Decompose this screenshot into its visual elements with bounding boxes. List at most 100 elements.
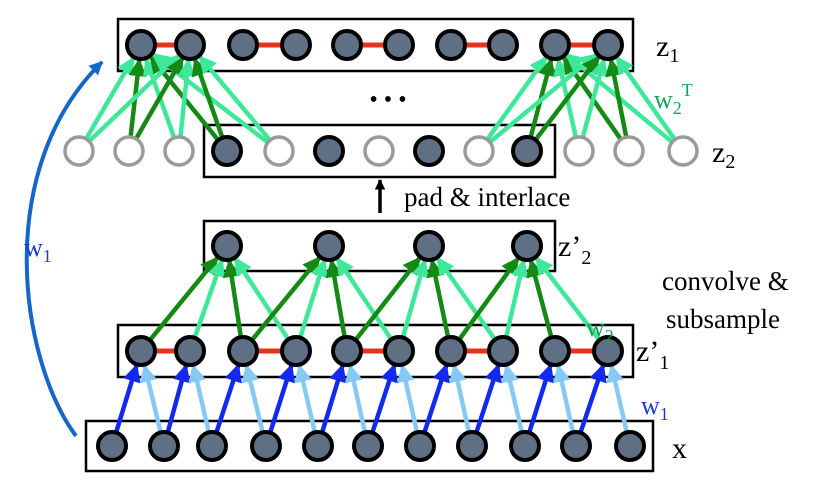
zp2-label: z’2: [558, 230, 591, 269]
w1-arrow: [188, 363, 212, 434]
zp1-node: [383, 335, 415, 367]
connection-arrows: [83, 52, 678, 435]
w2-arrow: [503, 258, 529, 339]
z1-node: [592, 29, 624, 61]
x-node: [196, 430, 228, 462]
w1-arrow: [501, 363, 525, 434]
w1-arrow: [294, 363, 318, 434]
z1-node: [331, 29, 363, 61]
zp1-label: z’1: [636, 335, 669, 374]
z2-padding-node: [613, 135, 645, 167]
w1-arrow: [578, 363, 607, 435]
z2-node: [511, 135, 543, 167]
pair-links: [153, 42, 596, 354]
pad-interlace-label: pad & interlace: [404, 182, 570, 212]
w2T-arrow: [133, 56, 185, 141]
zp2-node: [211, 230, 243, 262]
z1-node: [227, 29, 259, 61]
w2-arrow: [147, 256, 220, 343]
z1-node: [383, 29, 415, 61]
w2T-arrow: [580, 57, 609, 140]
x-layer-box: [84, 419, 655, 473]
ellipsis-label: • • •: [369, 87, 406, 113]
w2-arrow: [534, 256, 602, 343]
x-node: [250, 430, 282, 462]
zp1-node: [280, 335, 312, 367]
w2T-arrow: [533, 55, 601, 143]
w2-arrow: [233, 257, 291, 342]
z2-padding-node: [363, 135, 395, 167]
w2T-arrow: [487, 52, 598, 145]
z2-padding-node: [463, 135, 495, 167]
x-node: [509, 430, 541, 462]
zp1-node: [592, 335, 624, 367]
w2T-arrow: [197, 55, 273, 143]
w1-left-label: w1: [24, 233, 52, 266]
z1-node: [487, 29, 519, 61]
z2-node: [413, 135, 445, 167]
w1-arrow: [552, 363, 576, 434]
w1-arrow: [344, 363, 368, 434]
w1-arrow: [319, 363, 347, 435]
w2-arrow: [435, 256, 498, 342]
z2-padding-node: [263, 135, 295, 167]
z1-node: [539, 29, 571, 61]
z1-node: [174, 29, 206, 61]
z2-padding-node: [667, 135, 699, 167]
w1-right-label: w1: [641, 391, 669, 424]
w1-arrow: [213, 363, 242, 435]
zp1-node: [539, 335, 571, 367]
w2-arrow: [335, 256, 394, 342]
z1-node: [435, 29, 467, 61]
z2-label: z2: [712, 136, 735, 173]
zp2-layer-box: [202, 219, 557, 273]
nodes: [63, 29, 699, 462]
z1-layer-box: [116, 17, 635, 73]
zp2-node: [511, 230, 543, 262]
z2-padding-node: [163, 135, 195, 167]
w2T-label: w2T: [654, 80, 693, 118]
w1-arrow: [165, 363, 191, 435]
x-node: [404, 430, 436, 462]
x-node: [560, 430, 592, 462]
zp1-node: [227, 335, 259, 367]
w1-arrow: [113, 363, 141, 435]
w2-arrow: [192, 258, 226, 340]
w2-arrow: [222, 259, 244, 339]
w2-arrow: [400, 258, 430, 340]
w2-arrow: [526, 258, 554, 340]
zp1-layer-box: [116, 323, 635, 379]
w1-arrow: [267, 363, 296, 435]
zp2-node: [313, 230, 345, 262]
zp1-node: [125, 335, 157, 367]
zp1-node: [174, 335, 206, 367]
z2-padding-node: [563, 135, 595, 167]
w1-arrow: [526, 363, 555, 435]
w2T-arrow: [86, 53, 181, 144]
z2-node: [211, 135, 243, 167]
w2-arrow: [456, 256, 521, 342]
x-node: [302, 430, 334, 462]
z2-padding-node: [63, 135, 95, 167]
w2-arrow: [249, 256, 322, 343]
w2T-arrow: [614, 55, 678, 142]
w2T-arrow: [484, 55, 549, 142]
convolve-label: convolve &: [662, 266, 789, 296]
subsample-label: subsample: [666, 304, 780, 334]
w2-arrow: [325, 259, 348, 339]
w1-arrow: [448, 363, 472, 434]
x-label: x: [672, 432, 687, 465]
w1-curved-arrow: [24, 60, 104, 438]
zp1-node: [331, 335, 363, 367]
z1-node: [125, 29, 157, 61]
z2-node: [313, 135, 345, 167]
w1-arrow: [421, 363, 450, 435]
zp1-node: [435, 335, 467, 367]
w2T-arrow: [177, 58, 196, 139]
w1-arrow: [139, 363, 164, 434]
w1-arrow: [241, 363, 266, 434]
x-node: [148, 430, 180, 462]
x-node: [456, 430, 488, 462]
